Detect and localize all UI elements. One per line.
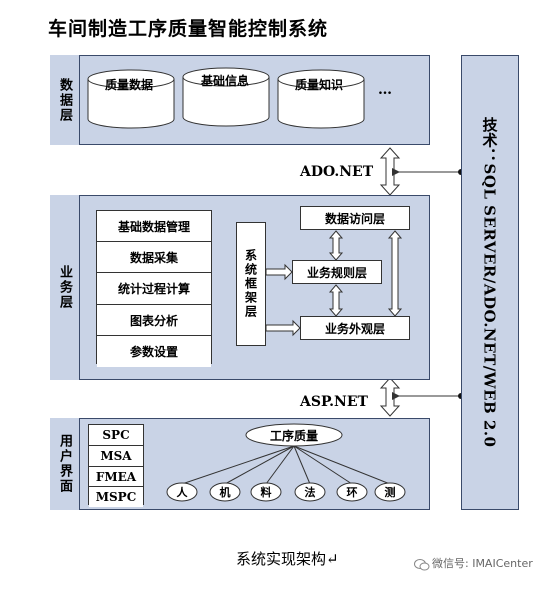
factor-ellipse xyxy=(250,482,282,502)
access-rules-arrow xyxy=(328,230,344,261)
data-access-box: 数据访问层 xyxy=(300,206,410,230)
factor-ellipse xyxy=(336,482,368,502)
asp-double-arrow xyxy=(379,377,401,417)
db-quality-data: 质量数据 xyxy=(104,77,153,92)
framework-to-facade-arrow xyxy=(265,319,301,337)
diagram-title: 车间制造工序质量智能控制系统 xyxy=(48,18,329,40)
access-facade-arrow xyxy=(387,230,403,317)
module-list: 基础数据管理 数据采集 统计过程计算 图表分析 参数设置 xyxy=(96,210,212,367)
factor-lines xyxy=(181,445,391,485)
factor-ellipse xyxy=(209,482,241,502)
rules-facade-arrow xyxy=(328,284,344,317)
wechat-icon xyxy=(414,556,430,571)
module-spc-calc: 统计过程计算 xyxy=(97,273,211,305)
data-layer-label: 数据层 xyxy=(50,55,80,145)
ui-layer-label: 用户界面 xyxy=(50,418,80,510)
business-facade-box: 业务外观层 xyxy=(300,316,410,340)
database-cylinder xyxy=(182,67,270,127)
factor-environment: 环 xyxy=(346,486,358,499)
framework-to-rules-arrow xyxy=(265,263,293,281)
module-data-collection: 数据采集 xyxy=(97,242,211,273)
factor-machine: 机 xyxy=(219,486,231,499)
database-cylinder xyxy=(87,69,175,129)
factor-measurement: 测 xyxy=(384,486,396,499)
database-cylinder xyxy=(277,69,365,129)
more-ellipsis: … xyxy=(378,82,392,98)
figure-caption: 系统实现架构↵ xyxy=(236,550,339,568)
factor-ellipse xyxy=(294,482,326,502)
tool-msa: MSA xyxy=(89,446,143,467)
asp-net-label: ASP.NET xyxy=(300,394,368,410)
system-framework-box: 系统框架层 xyxy=(236,222,266,346)
tool-list: SPC MSA FMEA MSPC xyxy=(88,424,144,507)
process-quality-label: 工序质量 xyxy=(269,428,318,443)
technology-bar: 技术：SQL SERVER/ADO.NET/WEB 2.0 xyxy=(461,55,519,510)
db-basic-info: 基础信息 xyxy=(200,73,249,88)
tool-spc: SPC xyxy=(89,425,143,446)
watermark-text: 微信号: IMAICenter xyxy=(432,557,533,570)
module-basic-data: 基础数据管理 xyxy=(97,211,211,242)
database-cylinders xyxy=(87,67,365,129)
business-rules-box: 业务规则层 xyxy=(292,260,382,284)
factor-material: 料 xyxy=(260,486,272,499)
factor-method: 法 xyxy=(304,486,316,499)
factor-ellipse xyxy=(374,482,406,502)
business-layer-label: 业务层 xyxy=(50,195,80,380)
db-quality-knowledge: 质量知识 xyxy=(294,77,343,92)
module-param-settings: 参数设置 xyxy=(97,336,211,367)
module-chart-analysis: 图表分析 xyxy=(97,305,211,336)
factor-ellipse xyxy=(166,482,198,502)
factor-man: 人 xyxy=(176,486,188,499)
tool-mspc: MSPC xyxy=(89,487,143,507)
technology-label: 技术：SQL SERVER/ADO.NET/WEB 2.0 xyxy=(480,117,499,448)
ado-net-label: ADO.NET xyxy=(300,164,374,180)
tool-fmea: FMEA xyxy=(89,467,143,487)
